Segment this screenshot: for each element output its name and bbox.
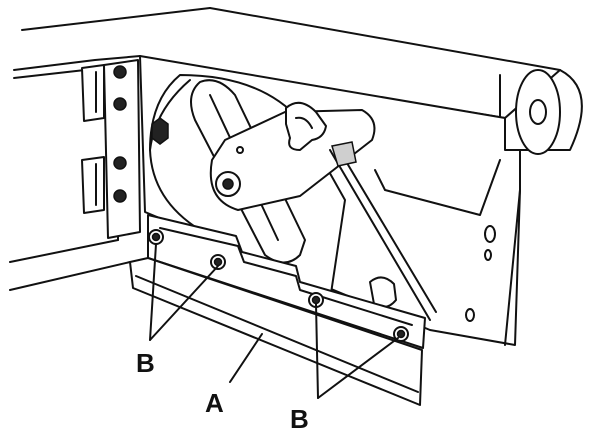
blade-apron bbox=[129, 257, 423, 406]
leader-a bbox=[229, 333, 263, 383]
bolt-1 bbox=[113, 65, 127, 79]
left-knob bbox=[151, 117, 169, 145]
pivot-arm bbox=[209, 109, 376, 211]
callout-b-left: B bbox=[136, 348, 155, 378]
top-roller bbox=[149, 7, 583, 155]
arm-knob bbox=[285, 101, 327, 151]
bolt-2 bbox=[113, 97, 127, 111]
leader-b-right-2 bbox=[317, 337, 399, 399]
callout-a: A bbox=[205, 388, 224, 418]
cabinet-frame bbox=[9, 7, 211, 291]
bolt-4 bbox=[113, 189, 127, 203]
leader-b-left-2 bbox=[149, 265, 219, 341]
diagonal-rod bbox=[329, 141, 437, 321]
clamp-bar bbox=[147, 214, 426, 349]
callout-b-right: B bbox=[290, 404, 309, 434]
leader-b-left-1 bbox=[149, 243, 157, 341]
bolt-3 bbox=[113, 156, 127, 170]
leader-b-right-1 bbox=[315, 303, 319, 399]
leader-lines bbox=[149, 243, 399, 399]
hinge-plate bbox=[81, 59, 141, 239]
